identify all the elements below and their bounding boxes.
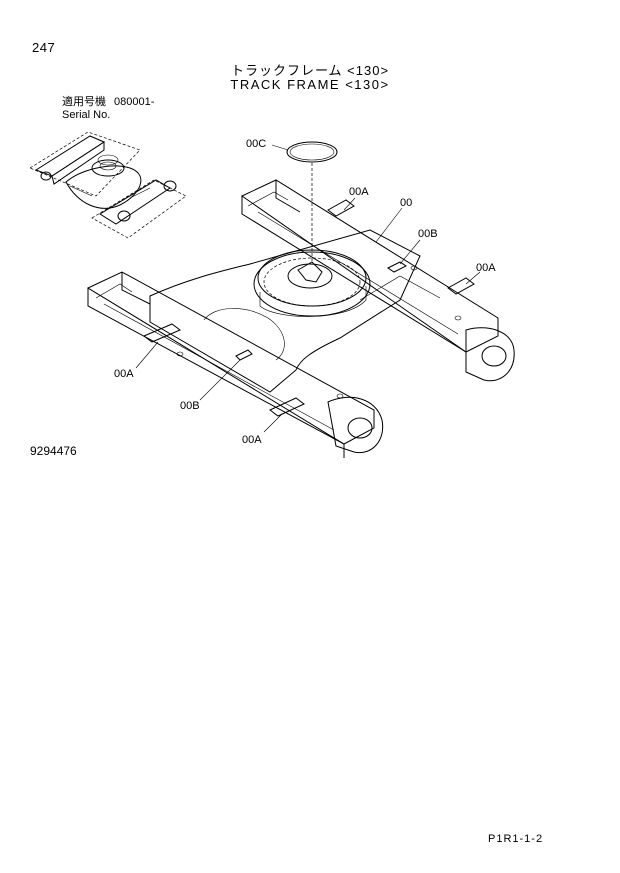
serial-label-jp: 適用号機 [62,96,106,108]
callout-00A-top: 00A [349,186,369,198]
leader-lines [135,144,481,433]
serial-label-en: Serial No. [62,109,111,121]
title-japanese: トラックフレーム <130> [230,63,390,78]
callout-00A-bottom: 00A [242,434,262,446]
callout-00: 00 [400,197,413,209]
footer-code: P1R1-1-2 [488,833,544,845]
callout-00A-right: 00A [476,262,496,274]
callout-00C: 00C [246,138,267,150]
serial-info: 適用号機 080001- Serial No. [62,96,154,122]
page-number: 247 [32,40,56,55]
drawing-number: 9294476 [30,444,77,458]
serial-value: 080001- [114,96,155,108]
title-english: TRACK FRAME <130> [230,77,390,92]
callout-00A-left: 00A [114,368,134,380]
seal-ring [286,141,338,262]
overview-sketch [29,131,187,239]
track-frame [86,179,515,458]
callout-00B-right: 00B [418,228,438,240]
callout-00B-left: 00B [180,400,200,412]
